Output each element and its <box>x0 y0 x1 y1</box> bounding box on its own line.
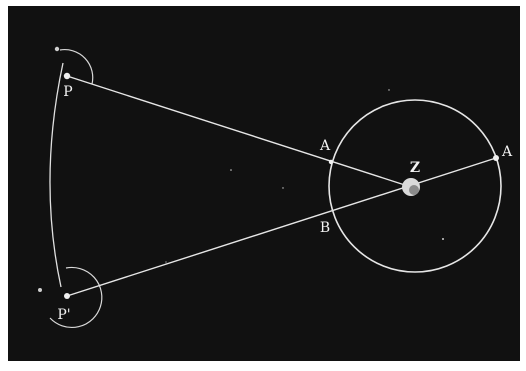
star <box>282 187 283 188</box>
star <box>55 47 59 51</box>
point-a-left <box>329 160 333 164</box>
label-b: B <box>320 220 330 236</box>
label-p-prime: P' <box>57 307 70 323</box>
star <box>442 238 444 240</box>
point-a-right <box>493 155 499 161</box>
label-p: P <box>63 84 72 100</box>
star <box>388 89 389 90</box>
label-a-right: A <box>501 144 513 160</box>
label-z: Z <box>410 160 420 176</box>
star <box>230 169 232 171</box>
label-a-left: A <box>319 138 331 154</box>
star <box>165 261 166 262</box>
dark-plate <box>8 6 520 361</box>
star <box>38 288 42 292</box>
point-p-prime <box>64 293 70 299</box>
central-body-shade <box>409 185 419 195</box>
point-p <box>64 73 70 79</box>
